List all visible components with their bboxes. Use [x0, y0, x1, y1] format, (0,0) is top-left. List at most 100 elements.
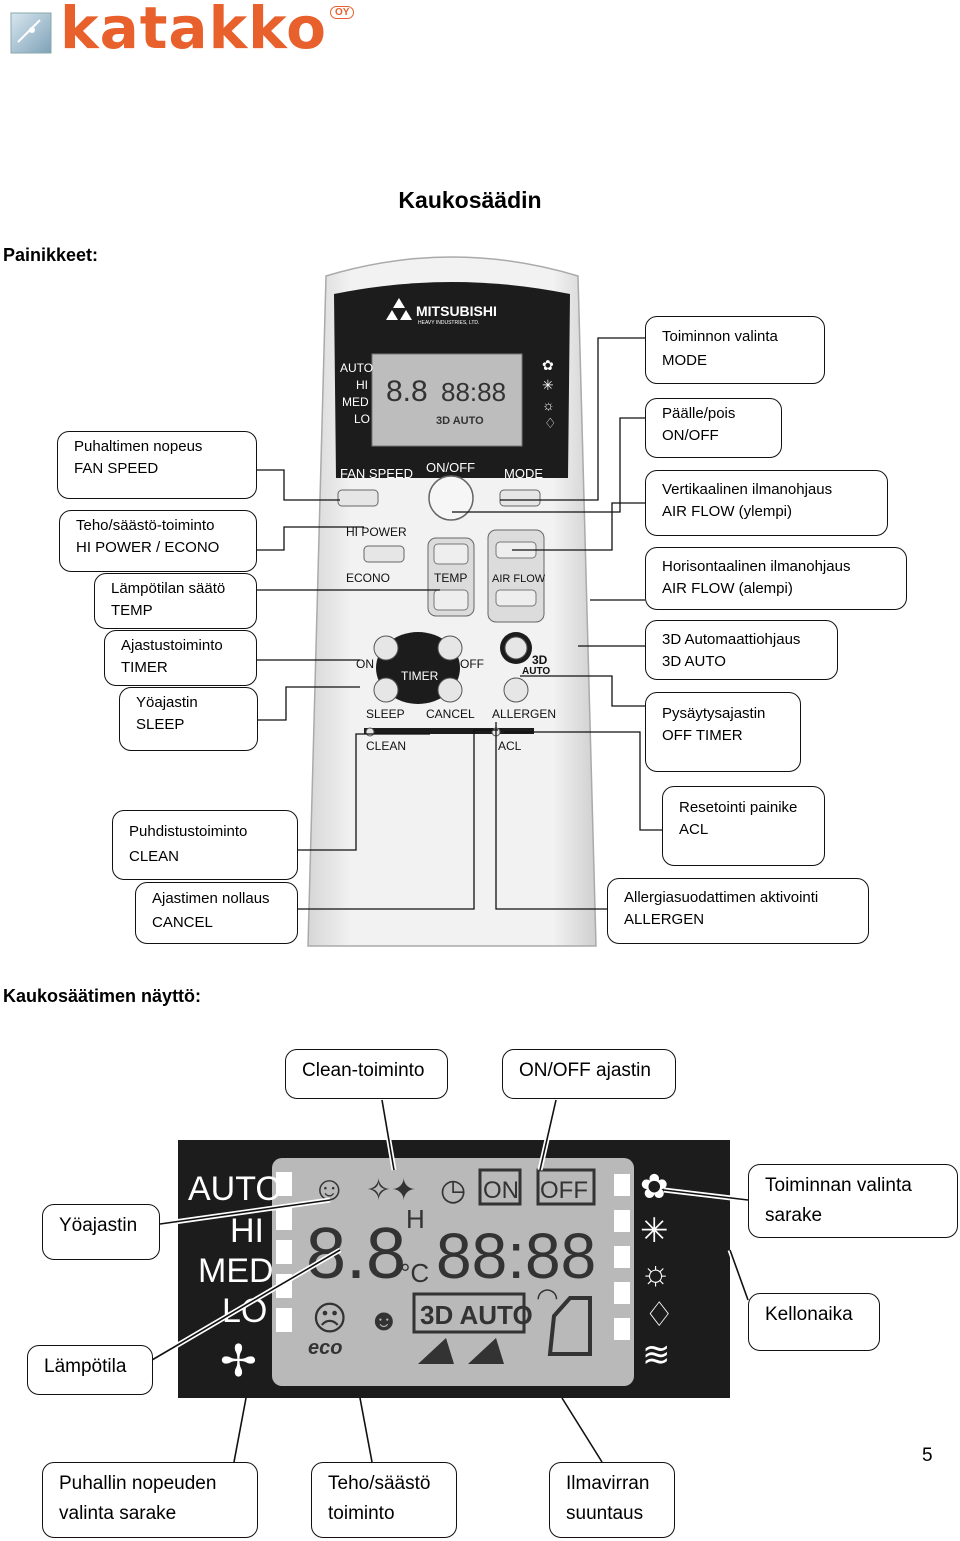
fan-speed-button[interactable] [337, 489, 379, 507]
onoff-button[interactable] [428, 475, 474, 521]
lcd-on: ON [483, 1177, 519, 1204]
svg-text:MED: MED [342, 395, 369, 409]
label-off: OFF [460, 657, 484, 671]
mode-button[interactable] [499, 489, 541, 507]
label-hi-power: HI POWER [346, 525, 407, 539]
acl-button[interactable] [491, 727, 501, 737]
clock-icon: ◷ [440, 1174, 466, 1207]
airflow-upper-button[interactable] [495, 541, 537, 559]
label-allergen: ALLERGEN [492, 707, 556, 721]
lcd-fan-hi: HI [230, 1212, 264, 1250]
label-clean: CLEAN [366, 739, 406, 753]
timer-off-button[interactable] [437, 635, 463, 661]
3d-auto-button[interactable] [504, 636, 528, 660]
lcd-fan-auto: AUTO [188, 1170, 282, 1208]
heat-mode-icon: ☼ [640, 1254, 671, 1292]
label-acl: ACL [498, 739, 522, 753]
label-on: ON [356, 657, 374, 671]
temp-down-button[interactable] [433, 589, 469, 611]
svg-text:LO: LO [354, 412, 370, 426]
label-fan-speed: FAN SPEED [340, 466, 413, 481]
temp-up-button[interactable] [433, 543, 469, 565]
label-sleep: SLEEP [366, 707, 405, 721]
lcd-clock: 88:88 [436, 1220, 596, 1292]
remote-brand: MITSUBISHI [416, 303, 497, 319]
lcd-fan-med: MED [198, 1252, 274, 1290]
svg-text:☼: ☼ [542, 397, 555, 413]
mitsubishi-logo-icon [386, 298, 412, 320]
cool-mode-icon: ✳ [640, 1212, 669, 1250]
svg-text:88:88: 88:88 [441, 377, 506, 407]
label-cancel: CANCEL [426, 707, 475, 721]
label-temp: TEMP [434, 571, 467, 585]
lcd-temperature: 8.8 [306, 1214, 406, 1294]
svg-text:AUTO: AUTO [340, 361, 373, 375]
display-heading: Kaukosäätimen näyttö: [3, 986, 202, 1006]
label-3d: 3D [532, 653, 548, 667]
fan-icon: ✢ [220, 1337, 257, 1386]
logo-suffix: OY [330, 6, 355, 19]
hi-power-button[interactable] [363, 545, 405, 563]
cancel-button[interactable] [437, 677, 463, 703]
lcd-3d-auto: 3D AUTO [420, 1300, 533, 1330]
buttons-heading: Painikkeet: [3, 245, 99, 265]
label-mode: MODE [504, 466, 543, 481]
label-airflow: AIR FLOW [492, 573, 546, 585]
callout-sleep-timer: Yöajastin [42, 1204, 160, 1260]
svg-text:✿: ✿ [542, 357, 554, 373]
airflow-lower-button[interactable] [495, 589, 537, 607]
timer-on-button[interactable] [373, 635, 399, 661]
sleep-button[interactable] [373, 677, 399, 703]
label-onoff: ON/OFF [426, 460, 475, 475]
lcd-temp-h: H [406, 1204, 425, 1234]
fan-mode-icon: ≋ [642, 1336, 671, 1374]
callout-onoff-timer: ON/OFF ajastin [502, 1049, 676, 1099]
logo-icon [10, 12, 52, 54]
sleep-face-icon: ☺ [312, 1170, 347, 1208]
callout-clock: Kellonaika [748, 1293, 880, 1351]
svg-text:HI: HI [356, 378, 368, 392]
louver-icon [547, 1296, 592, 1356]
auto-mode-icon: ✿ [640, 1168, 669, 1206]
lcd-display: AUTO HI MED LO ✢ ☺ ✧✦ ◷ ON OFF 8.8 H °C … [178, 1140, 730, 1398]
lcd-off: OFF [540, 1177, 588, 1204]
callout-clean-function: Clean-toiminto [285, 1049, 448, 1099]
callout-temperature: Lämpötila [27, 1345, 153, 1395]
svg-text:♢: ♢ [544, 415, 557, 431]
lcd-fan-lo: LO [222, 1292, 267, 1330]
dry-mode-icon: ♢ [644, 1296, 674, 1334]
label-auto: AUTO [522, 666, 550, 677]
allergen-button[interactable] [503, 677, 529, 703]
svg-text:8.8: 8.8 [386, 375, 428, 408]
logo-text: katakko [60, 0, 328, 62]
remote-control: MITSUBISHI HEAVY INDUSTRIES, LTD. 8.8 88… [307, 256, 597, 947]
svg-text:✳: ✳ [542, 377, 554, 393]
hi-power-face-icon: ☹ [312, 1300, 347, 1338]
lcd-eco: eco [308, 1337, 342, 1359]
svg-text:3D AUTO: 3D AUTO [436, 415, 484, 427]
page-number: 5 [922, 1445, 933, 1466]
econo-face-icon: ☻ [368, 1304, 400, 1337]
remote-brand-sub: HEAVY INDUSTRIES, LTD. [418, 320, 479, 326]
lcd-temp-unit: °C [400, 1258, 429, 1288]
clean-button[interactable] [365, 727, 375, 737]
